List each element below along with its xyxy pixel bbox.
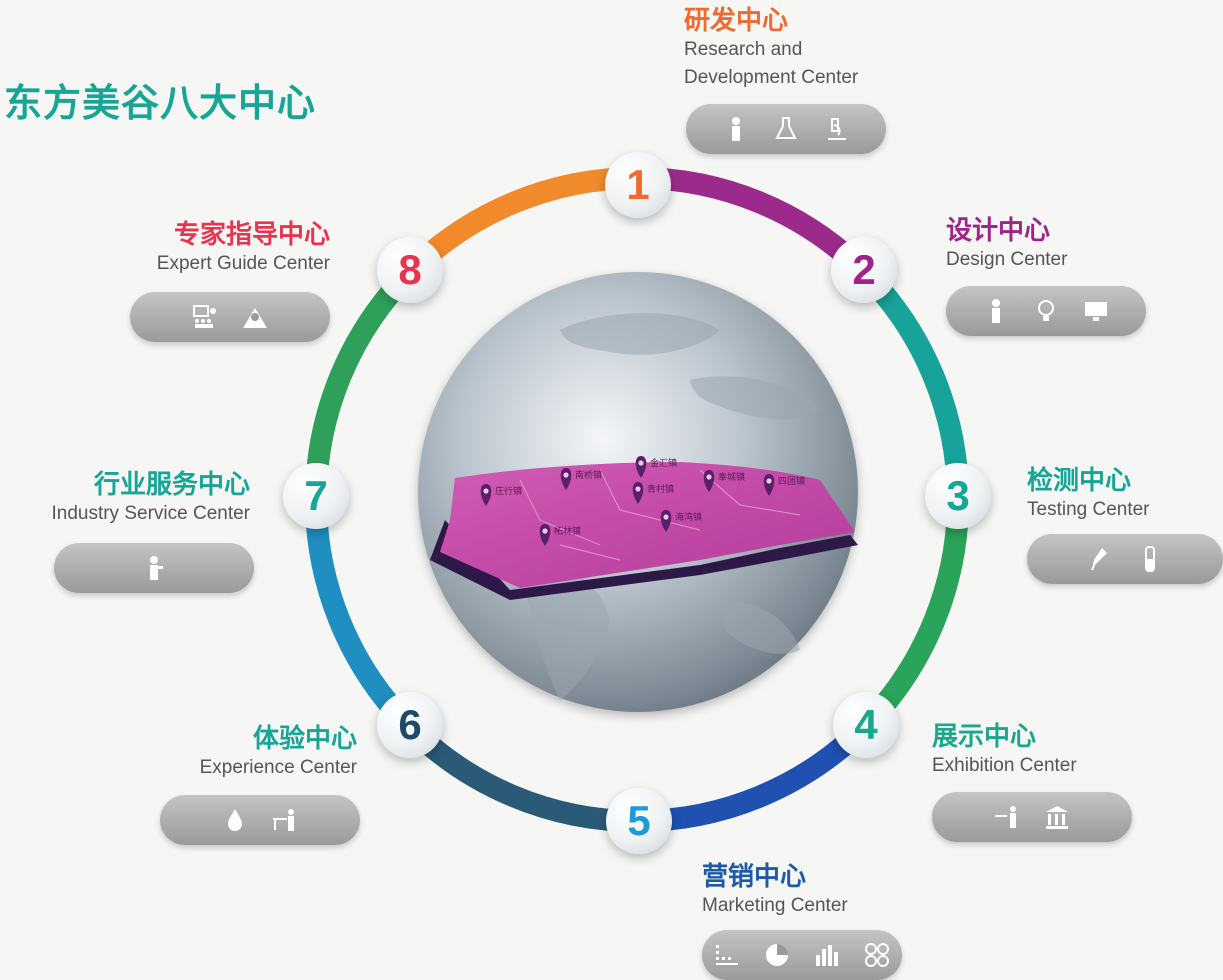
center-label-4: 展示中心 Exhibition Center: [932, 722, 1077, 780]
map-pin-label: 金汇镇: [650, 457, 677, 469]
map-pin-label: 柘林镇: [554, 525, 581, 537]
expert-icon: [243, 308, 267, 328]
center-label-5: 营销中心 Marketing Center: [702, 862, 848, 920]
map-pin-label: 南桥镇: [575, 469, 602, 481]
map-pin: 金汇镇: [635, 456, 677, 478]
center-label-7: 行业服务中心 Industry Service Center: [51, 470, 250, 528]
center-icons-pill-3: [1027, 534, 1223, 584]
center-name-en: Industry Service Center: [51, 503, 250, 524]
center-name-cn: 营销中心: [702, 862, 807, 892]
map-pin-label: 海湾镇: [675, 511, 702, 523]
globe-continents: [520, 313, 820, 700]
monitor-icon: [1085, 302, 1107, 321]
center-label-6: 体验中心 Experience Center: [200, 724, 357, 782]
center-icons-pill-1: [686, 104, 886, 154]
map-pin-label: 庄行镇: [495, 485, 522, 497]
center-name-en: Exhibition Center: [932, 755, 1077, 776]
center-name-cn: 行业服务中心: [93, 470, 250, 500]
exhibitor-icon: [995, 806, 1016, 828]
designer-icon: [992, 299, 1000, 323]
fengxian-map: [430, 462, 858, 600]
center-name-en: Testing Center: [1027, 499, 1150, 520]
center-number-5: 5: [606, 788, 672, 854]
center-number-7: 7: [283, 463, 349, 529]
center-name-en: Development Center: [684, 67, 859, 88]
scientist-icon: [732, 117, 740, 141]
lightbulb-icon: [1038, 300, 1054, 321]
center-number-1: 1: [605, 152, 671, 218]
center-number-6: 6: [377, 692, 443, 758]
map-pin-label: 青村镇: [647, 483, 674, 495]
service-person-icon: [150, 556, 163, 580]
center-icons-pill-4: [932, 792, 1132, 842]
bar-chart-icon: [816, 945, 838, 966]
lecture-icon: [193, 305, 216, 328]
center-number-4: 4: [833, 692, 899, 758]
microscope-icon: [828, 118, 846, 140]
grid-circles-icon: [865, 943, 889, 967]
map-pin: 奉城镇: [703, 470, 745, 492]
center-icons-pill-8: [130, 292, 330, 342]
map-pin: 南桥镇: [560, 468, 602, 490]
map-pin-label: 四团镇: [778, 475, 805, 487]
map-pin: 青村镇: [632, 482, 674, 504]
center-label-3: 检测中心 Testing Center: [1027, 466, 1150, 524]
map-pin: 四团镇: [763, 474, 805, 496]
map-pin: 柘林镇: [539, 524, 581, 546]
map-pin: 海湾镇: [660, 510, 702, 532]
page-title: 东方美谷八大中心: [4, 81, 317, 125]
dropper-icon: [1091, 548, 1107, 571]
center-number-8: 8: [377, 237, 443, 303]
center-icons-pill-2: [946, 286, 1146, 336]
test-tube-icon: [1145, 546, 1155, 572]
center-icons-pill-7: [54, 543, 254, 593]
center-name-cn: 展示中心: [932, 722, 1037, 752]
center-name-en: Design Center: [946, 249, 1068, 270]
center-icons-pill-6: [160, 795, 360, 845]
droplet-icon: [228, 809, 242, 831]
center-name-en: Expert Guide Center: [156, 253, 330, 274]
center-name-cn: 检测中心: [1027, 466, 1132, 496]
center-label-2: 设计中心 Design Center: [946, 216, 1067, 274]
desk-worker-icon: [273, 809, 294, 831]
center-name-cn: 专家指导中心: [173, 220, 330, 250]
center-name-cn: 研发中心: [684, 6, 789, 36]
center-name-en: Marketing Center: [702, 895, 848, 916]
pie-chart-icon: [766, 944, 788, 966]
center-icons-pill-5: [702, 930, 902, 980]
flask-icon: [775, 117, 797, 139]
map-pin-label: 奉城镇: [718, 471, 745, 483]
dots-chart-icon: [716, 945, 738, 965]
center-name-en: Experience Center: [199, 757, 357, 778]
center-number-2: 2: [831, 237, 897, 303]
center-name-cn: 设计中心: [946, 216, 1051, 246]
center-name-en: Research and: [684, 39, 803, 60]
center-number-3: 3: [925, 463, 991, 529]
center-label-8: 专家指导中心 Expert Guide Center: [157, 220, 330, 278]
map-pin: 庄行镇: [480, 484, 522, 506]
museum-icon: [1046, 806, 1068, 829]
center-name-cn: 体验中心: [252, 724, 357, 754]
